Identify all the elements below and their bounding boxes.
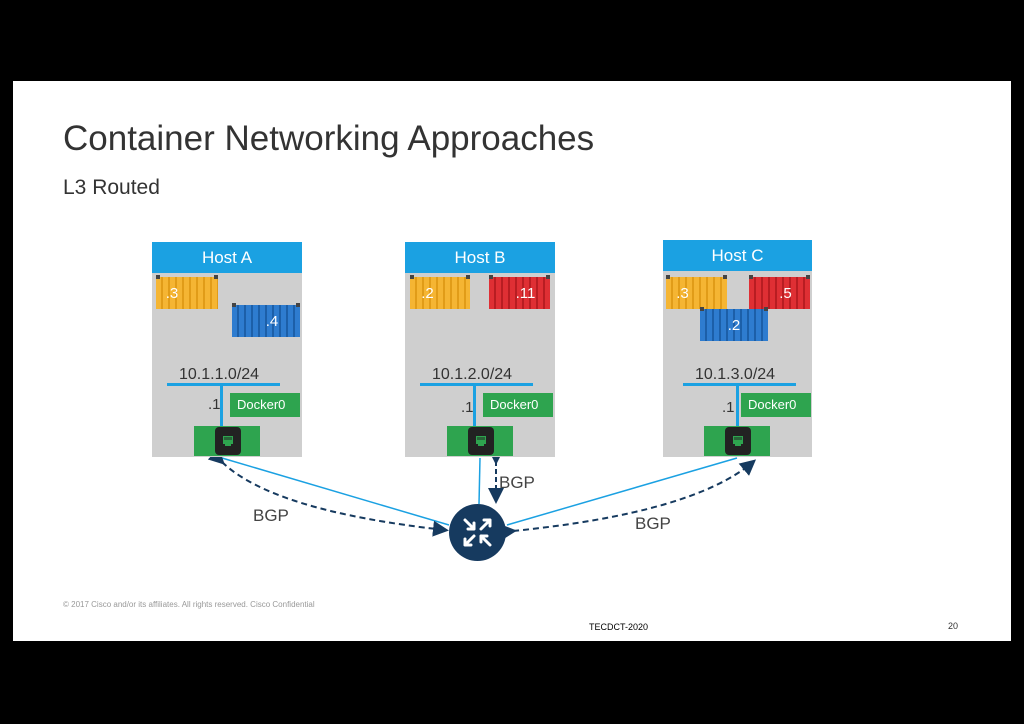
ethernet-port-icon xyxy=(725,427,751,455)
host-b: Host B .2 .11 10.1.2.0/24 .1 Docker0 xyxy=(405,242,555,457)
container-ip: .11 xyxy=(515,284,536,302)
subnet-label: 10.1.2.0/24 xyxy=(432,366,513,383)
container-ip: .3 xyxy=(676,284,689,302)
bgp-arrow-c xyxy=(500,459,757,541)
gateway-ip: .1 xyxy=(461,399,474,416)
bgp-arrow-a xyxy=(207,447,449,537)
subnet-label: 10.1.3.0/24 xyxy=(695,366,776,383)
host-nic xyxy=(194,426,260,456)
router-icon xyxy=(449,504,506,561)
bridge-link xyxy=(220,386,223,432)
host-header: Host A xyxy=(152,242,302,273)
container-red: .5 xyxy=(749,275,810,309)
docker0-bridge: Docker0 xyxy=(483,393,553,417)
container-ip: .3 xyxy=(165,284,179,302)
slide-subtitle: L3 Routed xyxy=(63,176,160,199)
gateway-ip: .1 xyxy=(722,399,735,416)
container-ip: .4 xyxy=(265,312,279,330)
subnet-bar xyxy=(167,383,280,386)
container-blue: .4 xyxy=(232,303,300,337)
container-yellow: .3 xyxy=(156,275,218,309)
bgp-label-c: BGP xyxy=(635,514,671,533)
bgp-label-b: BGP xyxy=(499,473,535,492)
ethernet-port-icon xyxy=(215,427,241,455)
ethernet-port-icon xyxy=(468,427,494,455)
host-nic xyxy=(447,426,513,456)
container-red: .11 xyxy=(489,275,550,309)
container-yellow: .3 xyxy=(666,275,727,309)
subnet-label: 10.1.1.0/24 xyxy=(179,366,260,383)
slide-title: Container Networking Approaches xyxy=(63,119,595,158)
host-nic xyxy=(704,426,770,456)
copyright-footer: © 2017 Cisco and/or its affiliates. All … xyxy=(63,600,315,609)
bridge-link xyxy=(736,386,739,432)
host-c: Host C .3 .5 .2 10.1.3.0/24 .1 Docker0 xyxy=(663,240,812,457)
container-yellow: .2 xyxy=(410,275,470,309)
subnet-bar xyxy=(683,383,796,386)
host-header: Host C xyxy=(663,240,812,271)
session-id: TECDCT-2020 xyxy=(589,622,649,632)
container-ip: .5 xyxy=(779,284,792,302)
link-host-b xyxy=(478,457,481,505)
bgp-label-a: BGP xyxy=(253,506,289,525)
host-a: Host A .3 .4 10.1.1.0/24 .1 Docker0 xyxy=(152,242,302,457)
docker0-bridge: Docker0 xyxy=(741,393,811,417)
docker0-bridge: Docker0 xyxy=(230,393,300,417)
subnet-bar xyxy=(420,383,533,386)
gateway-ip: .1 xyxy=(208,396,221,413)
container-blue: .2 xyxy=(700,307,768,341)
slide: Container Networking Approaches L3 Route… xyxy=(13,81,1011,641)
container-ip: .2 xyxy=(421,284,434,302)
host-header: Host B xyxy=(405,242,555,273)
bridge-link xyxy=(473,386,476,432)
network-links xyxy=(207,447,757,541)
page-number: 20 xyxy=(948,621,959,631)
container-ip: .2 xyxy=(727,316,741,334)
